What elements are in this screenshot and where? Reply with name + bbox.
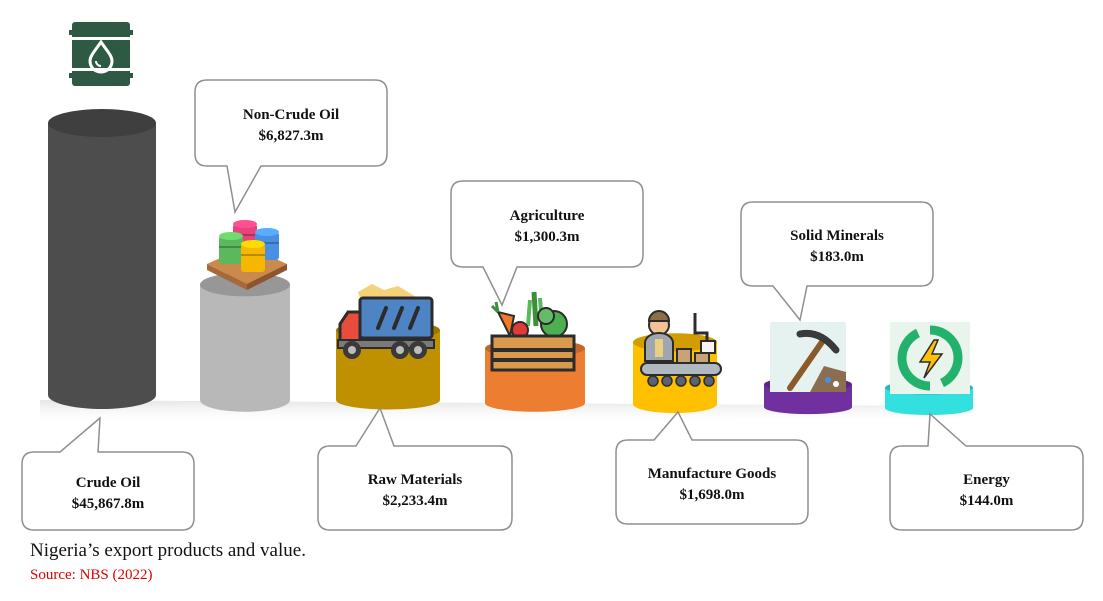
callout-energy: Energy $144.0m: [889, 412, 1084, 531]
icons-layer: [69, 22, 970, 394]
callout-crude-oil: Crude Oil $45,867.8m: [21, 416, 195, 531]
category-label: Energy: [963, 472, 1010, 488]
factory-worker-conveyor-icon: [640, 310, 722, 387]
callout-box: [317, 406, 513, 531]
callout-box: [889, 412, 1084, 531]
figure-source: Source: NBS (2022): [30, 567, 153, 583]
category-label: Crude Oil: [76, 475, 141, 491]
value-label: $183.0m: [810, 249, 864, 265]
callout-box: [21, 416, 195, 531]
callout-non-crude-oil: Non-Crude Oil $6,827.3m: [194, 79, 388, 215]
bar-crude-oil: [48, 109, 156, 409]
oil-drums-pallet-icon: [207, 220, 287, 290]
category-label: Non-Crude Oil: [243, 107, 339, 123]
callout-manufacture-goods: Manufacture Goods $1,698.0m: [615, 410, 809, 525]
figure-caption: Nigeria’s export products and value.: [30, 540, 306, 561]
value-label: $45,867.8m: [72, 496, 145, 512]
category-label: Manufacture Goods: [648, 466, 777, 482]
callout-box: [194, 79, 388, 215]
value-label: $1,698.0m: [680, 487, 746, 503]
callout-box: [615, 410, 809, 525]
callout-raw-materials: Raw Materials $2,233.4m: [317, 406, 513, 531]
energy-bolt-icon: [890, 322, 970, 394]
bar-non-crude-oil: [200, 272, 290, 412]
callout-box: [740, 201, 934, 322]
category-label: Solid Minerals: [790, 228, 884, 244]
pickaxe-minerals-icon: [770, 322, 846, 392]
callout-agriculture: Agriculture $1,300.3m: [450, 180, 644, 307]
value-label: $6,827.3m: [259, 128, 325, 144]
dump-truck-icon: [337, 284, 435, 359]
callout-box: [450, 180, 644, 307]
vegetable-crate-icon: [490, 291, 576, 372]
callout-solid-minerals: Solid Minerals $183.0m: [740, 201, 934, 322]
value-label: $144.0m: [960, 493, 1014, 509]
value-label: $1,300.3m: [515, 229, 581, 245]
value-label: $2,233.4m: [383, 493, 449, 509]
oil-barrel-icon: [69, 22, 133, 86]
category-label: Agriculture: [510, 208, 585, 224]
category-label: Raw Materials: [368, 472, 463, 488]
callouts-layer: Crude Oil $45,867.8m Non-Crude Oil $6,827.3…: [21, 79, 1084, 531]
